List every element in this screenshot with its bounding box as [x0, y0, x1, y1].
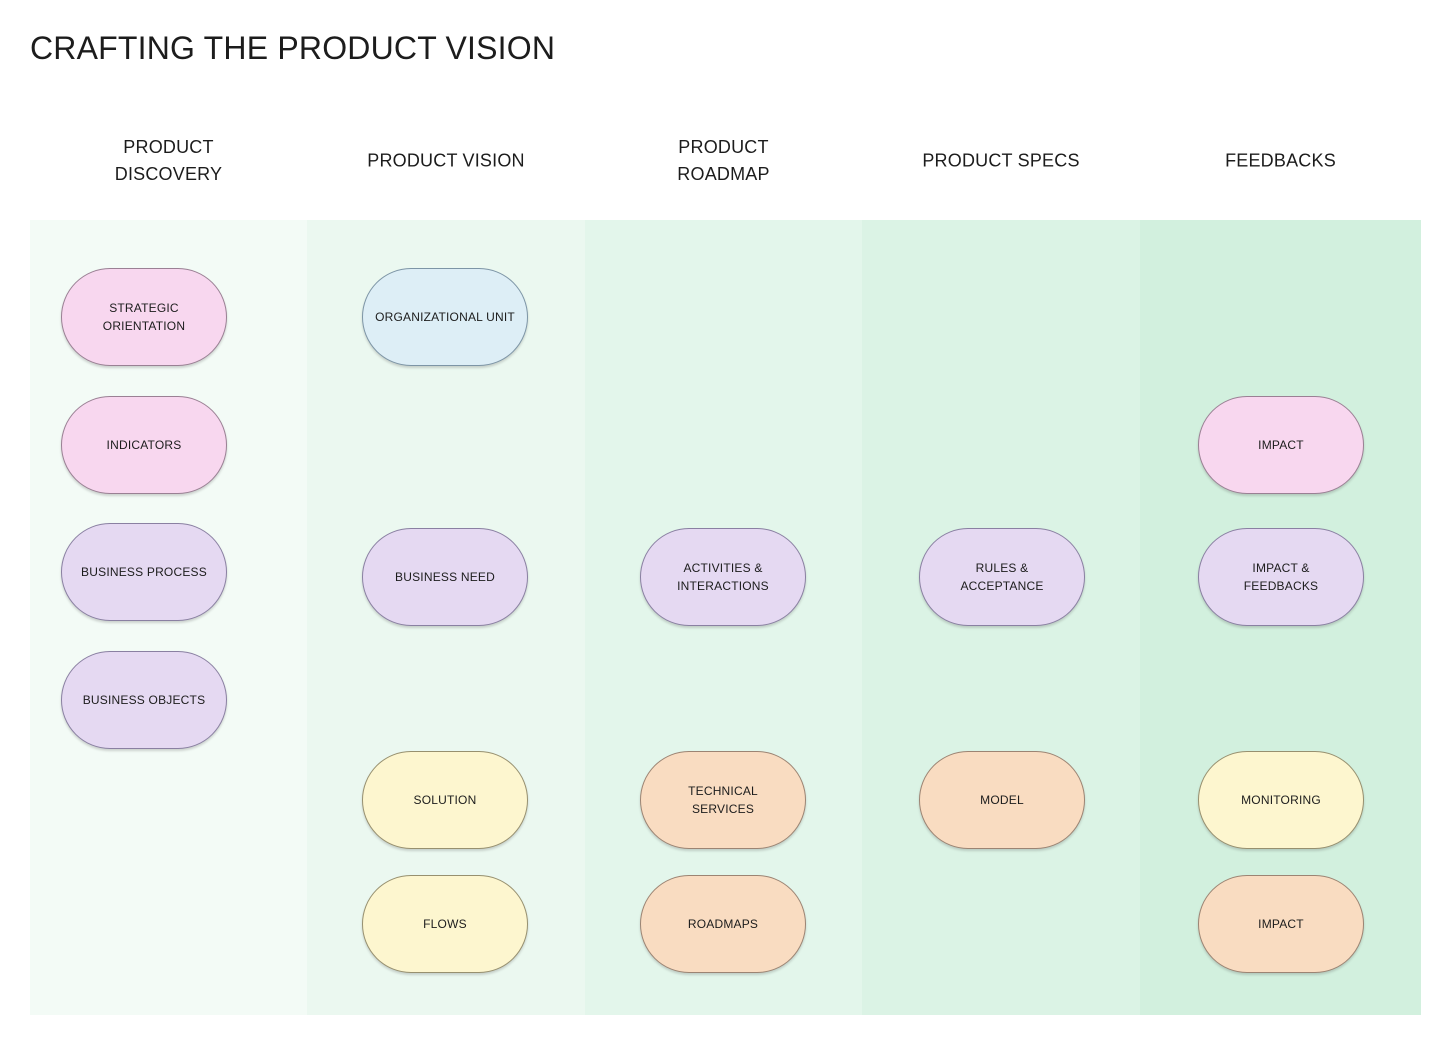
node-business-process: BUSINESS PROCESS	[61, 523, 227, 621]
node-monitoring: MONITORING	[1198, 751, 1364, 849]
node-organizational-unit: ORGANIZATIONAL UNIT	[362, 268, 528, 366]
column-header-product-specs: PRODUCT SPECS	[922, 150, 1080, 171]
column-header-product-vision: PRODUCT VISION	[367, 150, 525, 171]
node-activities-interactions: ACTIVITIES & INTERACTIONS	[640, 528, 806, 626]
node-technical-services: TECHNICAL SERVICES	[640, 751, 806, 849]
node-indicators: INDICATORS	[61, 396, 227, 494]
page-title: CRAFTING THE PRODUCT VISION	[30, 30, 556, 66]
node-strategic-orientation: STRATEGIC ORIENTATION	[61, 268, 227, 366]
column-header-feedbacks: FEEDBACKS	[1225, 150, 1336, 171]
node-model: MODEL	[919, 751, 1085, 849]
node-rules-acceptance: RULES & ACCEPTANCE	[919, 528, 1085, 626]
column-header-product-discovery: PRODUCT DISCOVERY	[114, 137, 223, 184]
column-header-product-roadmap: PRODUCT ROADMAP	[677, 137, 770, 184]
node-solution: SOLUTION	[362, 751, 528, 849]
node-business-objects: BUSINESS OBJECTS	[61, 651, 227, 749]
node-business-need: BUSINESS NEED	[362, 528, 528, 626]
node-flows: FLOWS	[362, 875, 528, 973]
node-impact: IMPACT	[1198, 396, 1364, 494]
node-impact-and-feedbacks: IMPACT & FEEDBACKS	[1198, 528, 1364, 626]
node-impact-bottom: IMPACT	[1198, 875, 1364, 973]
node-roadmaps: ROADMAPS	[640, 875, 806, 973]
